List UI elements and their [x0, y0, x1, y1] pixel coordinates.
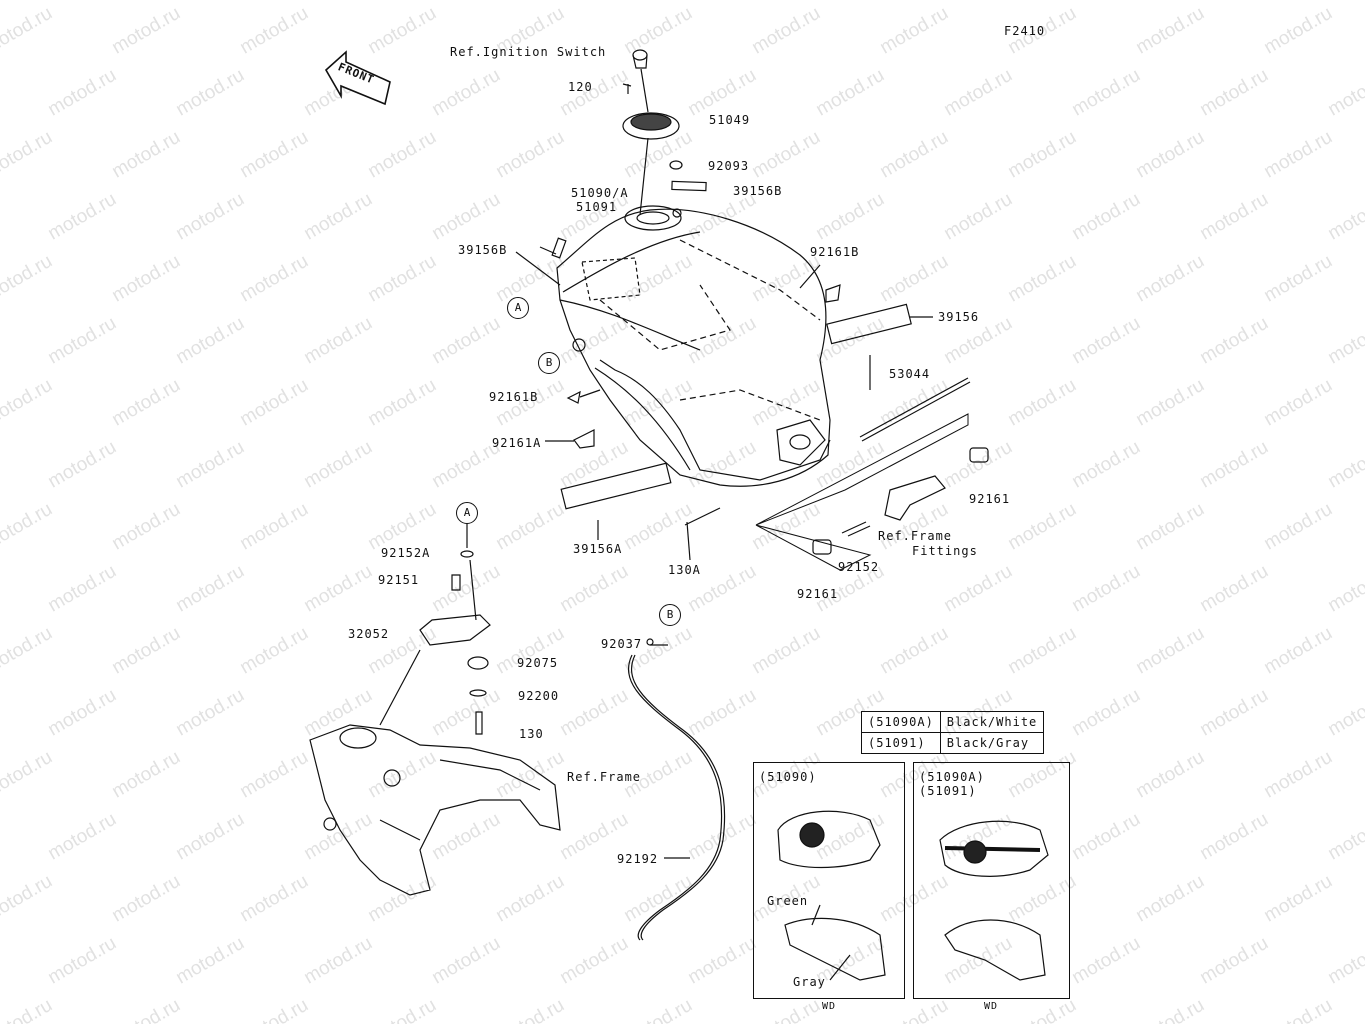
callout-39156b-left: 39156B [458, 243, 508, 257]
callout-130a: 130A [668, 563, 701, 577]
color-variant-table: (51090A) Black/White (51091) Black/Gray [861, 711, 1045, 754]
inset-left-wd: WD [822, 1001, 837, 1012]
inset-right-wd: WD [984, 1001, 999, 1012]
table-row: (51091) Black/Gray [861, 732, 1045, 754]
callout-92075: 92075 [517, 656, 559, 670]
table-cell-color: Black/Gray [939, 732, 1045, 754]
callout-51091: 51091 [576, 200, 618, 214]
callout-92152a: 92152A [381, 546, 431, 560]
inset-51090 [753, 762, 905, 999]
callout-92161-right: 92161 [969, 492, 1011, 506]
callout-120: 120 [568, 80, 593, 94]
front-arrow-icon [324, 50, 391, 106]
callout-92200: 92200 [518, 689, 560, 703]
marker-b-tank: B [538, 352, 560, 374]
inset-left-title: (51090) [759, 770, 817, 784]
fuel-cap-assembly [622, 49, 707, 216]
callout-92151: 92151 [378, 573, 420, 587]
callout-53044: 53044 [889, 367, 931, 381]
inset-left-gray: Gray [793, 975, 826, 989]
table-cell-part: (51090A) [861, 711, 941, 733]
hose-92192 [627, 638, 726, 941]
frame-part [309, 724, 561, 896]
fuel-tank [556, 205, 831, 487]
inset-left-green: Green [767, 894, 809, 908]
callout-ref-frame-fittings-1: Ref.Frame [878, 529, 953, 543]
callout-92161-bottom: 92161 [797, 587, 839, 601]
callout-32052: 32052 [348, 627, 390, 641]
callout-92161a: 92161A [492, 436, 542, 450]
callout-92161b-right: 92161B [810, 245, 860, 259]
inset-right-title1: (51090A) [919, 770, 985, 784]
callout-39156b-top: 39156B [733, 184, 783, 198]
marker-a-tank: A [507, 297, 529, 319]
inset-right-title2: (51091) [919, 784, 977, 798]
callout-92152: 92152 [838, 560, 880, 574]
callout-92192: 92192 [617, 852, 659, 866]
bracket-stack [379, 523, 491, 735]
leader-lines-tank [515, 237, 989, 571]
callout-ref-frame-fittings-2: Fittings [912, 544, 978, 558]
callout-39156a: 39156A [573, 542, 623, 556]
callout-92093: 92093 [708, 159, 750, 173]
callout-ref-ignition: Ref.Ignition Switch [450, 45, 607, 59]
table-row: (51090A) Black/White [861, 711, 1045, 733]
callout-92161b-left: 92161B [489, 390, 539, 404]
callout-51090a: 51090/A [571, 186, 629, 200]
marker-b-hose: B [659, 604, 681, 626]
callout-51049: 51049 [709, 113, 751, 127]
callout-130: 130 [519, 727, 544, 741]
figure-code: F2410 [1004, 24, 1046, 38]
table-cell-color: Black/White [939, 711, 1045, 733]
inset-tank-drawings [777, 810, 1049, 981]
callout-39156: 39156 [938, 310, 980, 324]
table-cell-part: (51091) [861, 732, 941, 754]
marker-a-bracket: A [456, 502, 478, 524]
inset-51090a-51091 [913, 762, 1070, 999]
callout-92037: 92037 [601, 637, 643, 651]
callout-ref-frame: Ref.Frame [567, 770, 642, 784]
